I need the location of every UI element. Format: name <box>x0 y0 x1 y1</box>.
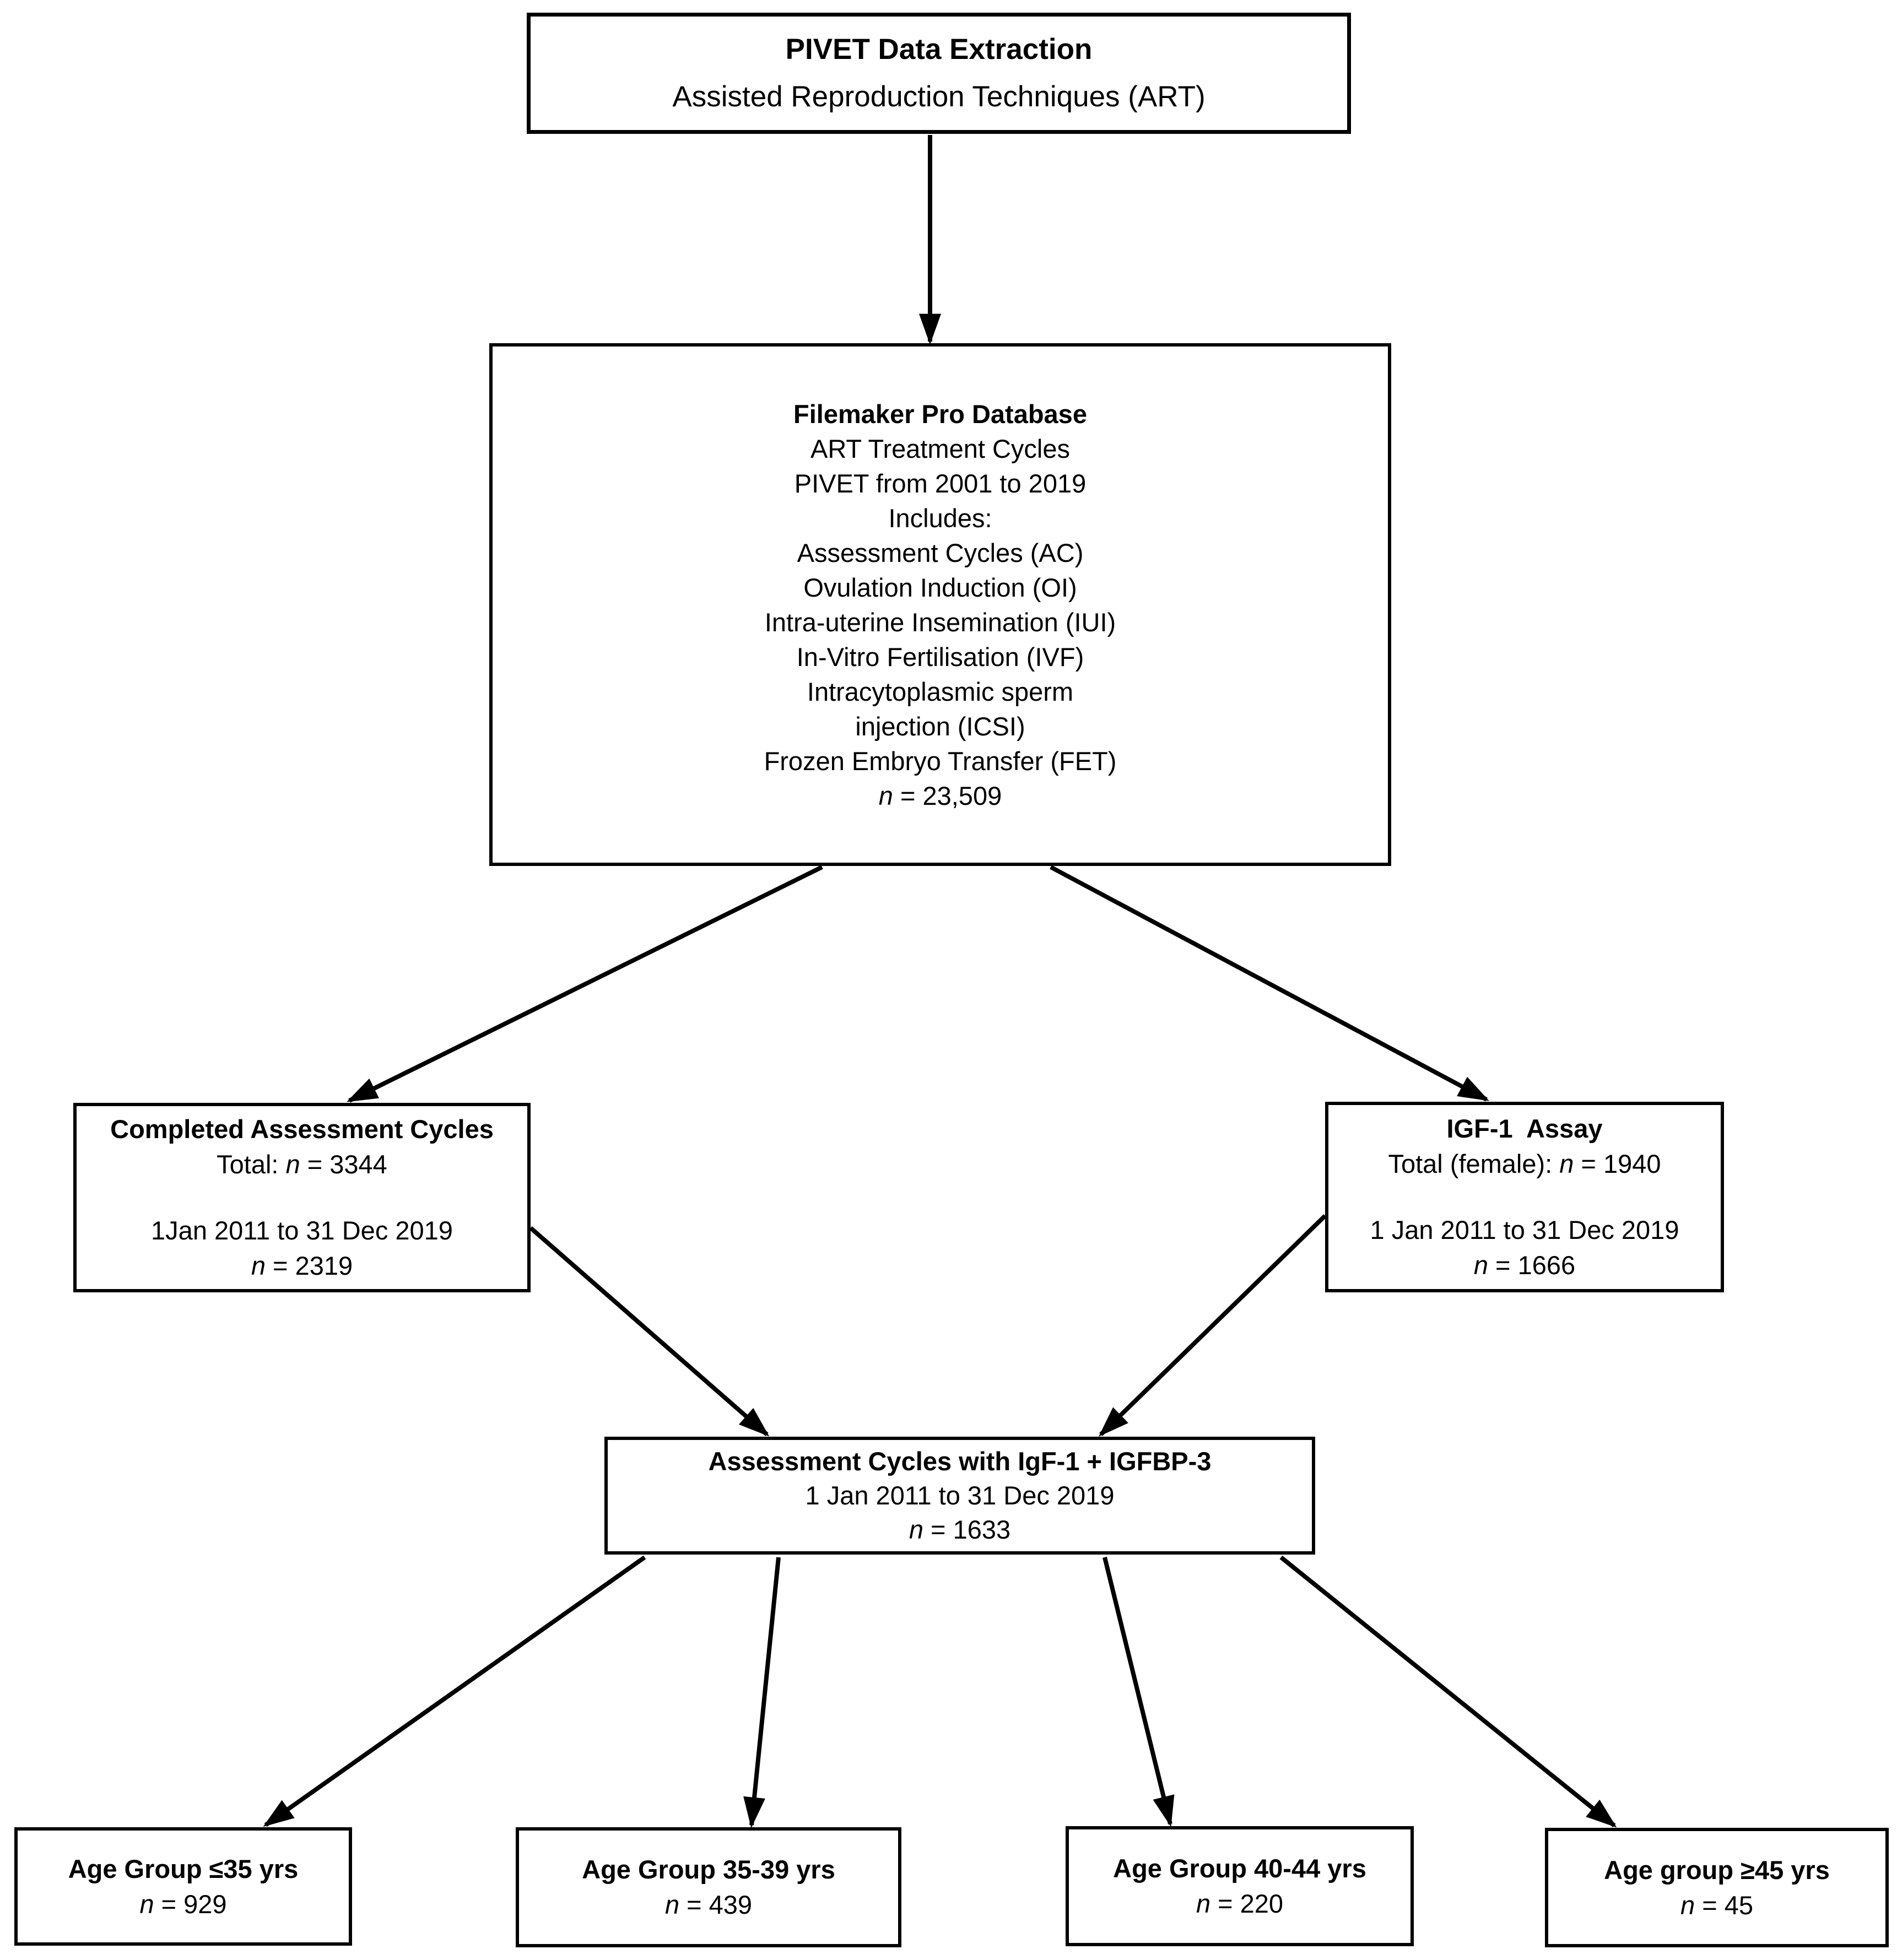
database-line: Includes: <box>888 503 992 533</box>
n-value: = 929 <box>154 1889 227 1919</box>
arrow-assessment-to-age-35-39 <box>743 1557 781 1828</box>
arrow-assessment-to-age-le35 <box>263 1555 646 1827</box>
age-group-n-count: n = 45 <box>1680 1888 1753 1923</box>
arrow-assessment-to-age-40-44 <box>1102 1557 1175 1827</box>
completed-title: Completed Assessment Cycles <box>110 1114 494 1144</box>
box-igf1-assay: IGF-1 Assay Total (female): n = 1940 1 J… <box>1325 1102 1724 1292</box>
n-value: = 220 <box>1210 1889 1284 1918</box>
box-age-group-le35: Age Group ≤35 yrs n = 929 <box>14 1827 352 1946</box>
pivet-title: PIVET Data Extraction <box>785 33 1093 66</box>
age-group-title: Age Group ≤35 yrs <box>68 1854 299 1883</box>
igf-date-range: 1 Jan 2011 to 31 Dec 2019 <box>1370 1215 1679 1244</box>
age-group-n-count: n = 439 <box>665 1887 752 1923</box>
database-line: Assessment Cycles (AC) <box>797 538 1084 567</box>
n-value: = 2319 <box>266 1251 353 1280</box>
completed-date-range: 1Jan 2011 to 31 Dec 2019 <box>151 1216 453 1245</box>
arrow-completed-to-assessment <box>529 1226 770 1437</box>
age-group-n-count: n = 220 <box>1196 1886 1283 1921</box>
igf-total-count: Total (female): n = 1940 <box>1388 1146 1661 1182</box>
assessment-n-count: n = 1633 <box>909 1513 1010 1547</box>
n-symbol: n <box>1196 1889 1211 1918</box>
database-line: ART Treatment Cycles <box>810 434 1071 463</box>
database-line: Frozen Embryo Transfer (FET) <box>764 746 1117 776</box>
age-group-title: Age group ≥45 yrs <box>1604 1855 1830 1885</box>
database-line: Intra-uterine Insemination (IUI) <box>764 607 1116 637</box>
n-value: = 439 <box>679 1890 753 1919</box>
assessment-date-range: 1 Jan 2011 to 31 Dec 2019 <box>805 1481 1115 1510</box>
box-completed-assessment-cycles: Completed Assessment Cycles Total: n = 3… <box>73 1103 531 1292</box>
box-pivet-data-extraction: PIVET Data Extraction Assisted Reproduct… <box>527 13 1351 134</box>
box-filemaker-pro-database: Filemaker Pro Database ART Treatment Cyc… <box>489 343 1391 866</box>
pivet-subtitle: Assisted Reproduction Techniques (ART) <box>672 80 1206 113</box>
igf-n-count: n = 1666 <box>1474 1248 1575 1283</box>
n-symbol: n <box>285 1150 300 1179</box>
n-symbol: n <box>664 1890 680 1919</box>
arrow-database-to-igf <box>1050 865 1489 1102</box>
n-value: = 23,509 <box>893 781 1002 810</box>
arrow-database-to-completed <box>346 865 823 1103</box>
database-line: injection (ICSI) <box>855 711 1025 741</box>
box-age-group-ge45: Age group ≥45 yrs n = 45 <box>1545 1828 1889 1947</box>
database-n-count: n = 23,509 <box>879 778 1002 813</box>
n-symbol: n <box>878 781 893 810</box>
n-symbol: n <box>1680 1890 1695 1920</box>
igf-title: IGF-1 Assay <box>1446 1114 1603 1143</box>
box-assessment-cycles-igf1-igfbp3: Assessment Cycles with IgF-1 + IGFBP-3 1… <box>604 1437 1315 1555</box>
database-title: Filemaker Pro Database <box>793 399 1087 429</box>
total-label: Total: <box>217 1150 286 1179</box>
n-value: = 3344 <box>300 1150 387 1179</box>
n-value: = 45 <box>1695 1890 1753 1920</box>
completed-n-count: n = 2319 <box>251 1248 353 1284</box>
assessment-title: Assessment Cycles with IgF-1 + IGFBP-3 <box>708 1447 1212 1476</box>
n-symbol: n <box>909 1515 923 1544</box>
database-line: Intracytoplasmic sperm <box>807 676 1074 706</box>
completed-total-count: Total: n = 3344 <box>217 1147 387 1182</box>
n-symbol: n <box>1559 1149 1574 1178</box>
age-group-n-count: n = 929 <box>139 1887 226 1922</box>
arrow-igf-to-assessment <box>1098 1214 1327 1437</box>
box-age-group-40-44: Age Group 40-44 yrs n = 220 <box>1066 1826 1414 1946</box>
database-line: In-Vitro Fertilisation (IVF) <box>796 642 1084 672</box>
box-age-group-35-39: Age Group 35-39 yrs n = 439 <box>516 1827 901 1947</box>
database-line: Ovulation Induction (OI) <box>803 572 1077 602</box>
arrow-assessment-to-age-ge45 <box>1279 1555 1617 1828</box>
database-line: PIVET from 2001 to 2019 <box>794 468 1087 498</box>
total-label: Total (female): <box>1388 1149 1560 1178</box>
n-value: = 1666 <box>1488 1250 1576 1280</box>
n-symbol: n <box>251 1251 266 1280</box>
n-symbol: n <box>1473 1250 1488 1280</box>
n-value: = 1940 <box>1574 1149 1661 1178</box>
n-symbol: n <box>139 1889 154 1919</box>
n-value: = 1633 <box>923 1515 1011 1544</box>
age-group-title: Age Group 40-44 yrs <box>1113 1854 1366 1883</box>
age-group-title: Age Group 35-39 yrs <box>582 1855 835 1884</box>
